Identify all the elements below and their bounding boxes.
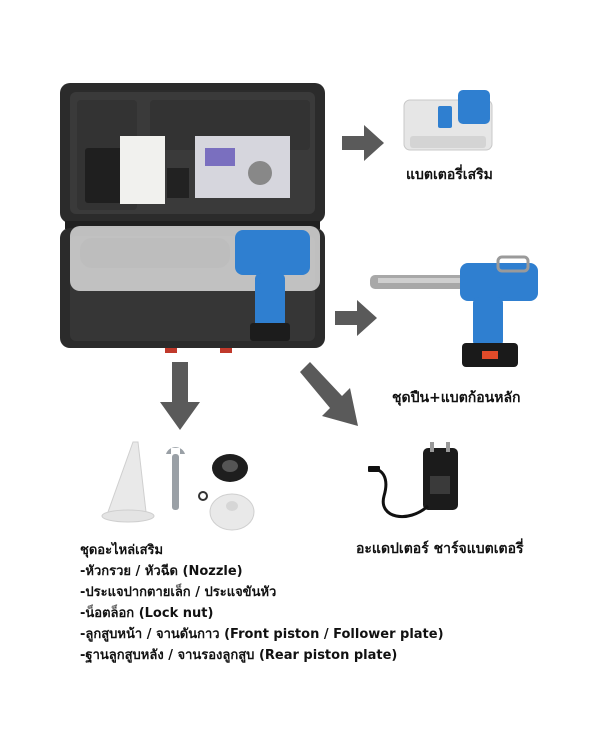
spare-battery-label: แบตเตอรี่เสริม — [406, 167, 493, 183]
tool-case-image — [60, 83, 325, 353]
caulking-gun-image — [370, 255, 538, 367]
arrow-down-icon — [160, 362, 200, 430]
list-item: -น็อตล็อก (Lock nut) — [80, 606, 214, 621]
adapter-label: อะแดปเตอร์ ชาร์จแบตเตอรี่ — [356, 541, 524, 557]
list-item: -ฐานลูกสูบหลัง / จานรองลูกสูบ (Rear pist… — [80, 648, 398, 663]
spare-parts-title: ชุดอะไหล่เสริม — [80, 543, 164, 558]
list-item: -หัวกรวย / หัวฉีด (Nozzle) — [80, 564, 243, 579]
gun-set-label: ชุดปืน+แบตก้อนหลัก — [392, 390, 521, 406]
list-item: -ลูกสูบหน้า / จานดันกาว (Front piston / … — [80, 627, 444, 642]
spare-parts-image — [101, 441, 255, 531]
list-item: -ประแจปากตายเล็ก / ประแจขันหัว — [80, 585, 277, 600]
spare-battery-image — [403, 90, 493, 151]
arrow-right-icon — [335, 300, 377, 336]
charger-adapter-image — [368, 442, 458, 518]
arrow-diagonal-icon — [300, 362, 358, 426]
arrow-right-icon — [342, 125, 384, 161]
spare-parts-list: ชุดอะไหล่เสริม -หัวกรวย / หัวฉีด (Nozzle… — [80, 540, 444, 666]
